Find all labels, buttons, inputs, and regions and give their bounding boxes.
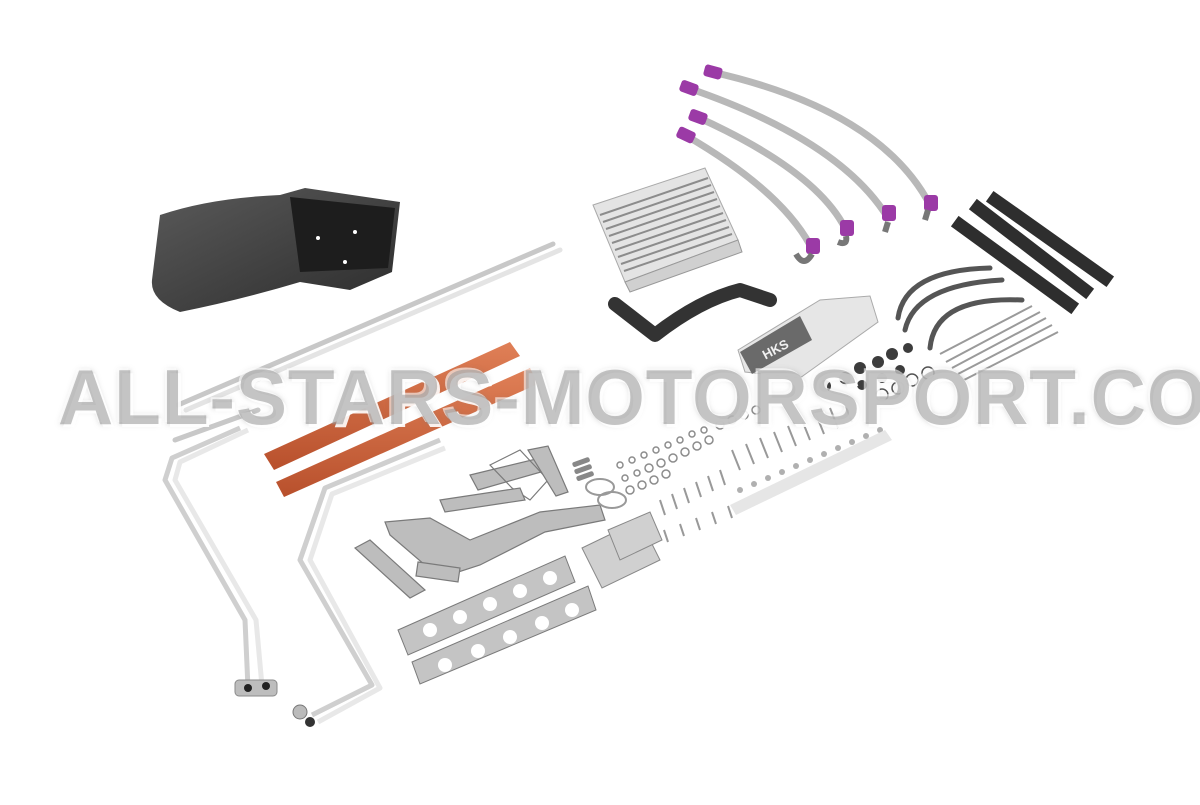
cable-ties bbox=[939, 305, 1059, 381]
hks-cover: HKS bbox=[737, 295, 879, 379]
aluminium-strip bbox=[730, 430, 892, 515]
hose-clamps bbox=[585, 478, 627, 509]
fitting-icons bbox=[676, 64, 938, 254]
grommets bbox=[819, 343, 913, 392]
small-rollers bbox=[572, 457, 594, 481]
air-duct bbox=[151, 188, 400, 312]
oil-cooler bbox=[592, 167, 743, 293]
rubber-hose bbox=[608, 283, 777, 342]
hard-line-left bbox=[162, 425, 278, 697]
braided-lines bbox=[681, 68, 934, 249]
hinge-plates bbox=[581, 511, 663, 589]
hard-line-middle bbox=[292, 437, 446, 727]
hard-line-long bbox=[172, 241, 563, 443]
nuts bbox=[737, 427, 883, 493]
orange-hoses bbox=[264, 342, 538, 497]
bolts bbox=[659, 401, 853, 543]
fitting-ends bbox=[793, 209, 931, 264]
foam-strips bbox=[950, 190, 1115, 315]
o-rings bbox=[875, 366, 935, 402]
brackets bbox=[353, 445, 606, 599]
perforated-plates bbox=[397, 555, 597, 685]
rubber-tubes bbox=[895, 265, 1025, 351]
hardware bbox=[616, 405, 761, 495]
